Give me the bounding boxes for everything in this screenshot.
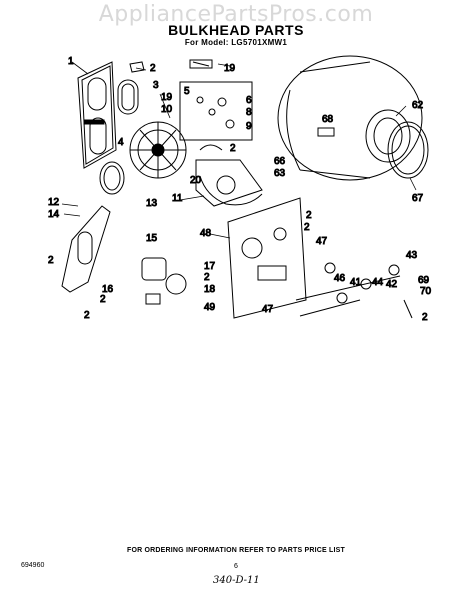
part-filter bbox=[189, 59, 213, 69]
callout-label: 19 bbox=[224, 63, 236, 74]
callout-label: 46 bbox=[334, 273, 346, 284]
part-switch bbox=[145, 293, 161, 305]
callout-label: 13 bbox=[146, 198, 158, 209]
part-drum bbox=[277, 55, 423, 181]
callout-label: 42 bbox=[386, 279, 398, 290]
callout-label: 48 bbox=[200, 228, 212, 239]
callout-label: 2 bbox=[306, 210, 312, 221]
callout-label: 4 bbox=[118, 137, 124, 148]
callout-label: 16 bbox=[102, 284, 114, 295]
callout-label: 14 bbox=[48, 209, 60, 220]
callout-label: 44 bbox=[372, 277, 384, 288]
callout-label: 70 bbox=[420, 286, 432, 297]
callout-label: 20 bbox=[190, 175, 202, 186]
callout-label: 2 bbox=[100, 294, 106, 305]
callout-label: 10 bbox=[161, 104, 173, 115]
callout-label: 49 bbox=[204, 302, 216, 313]
callout-label: 19 bbox=[161, 92, 173, 103]
part-drum-seal bbox=[387, 121, 429, 179]
callout-label: 2 bbox=[230, 143, 236, 154]
callout-label: 3 bbox=[153, 80, 159, 91]
callout-label: 47 bbox=[316, 236, 328, 247]
callout-label: 5 bbox=[184, 86, 190, 97]
callout-label: 2 bbox=[304, 222, 310, 233]
callout-label: 1 bbox=[68, 56, 74, 67]
callout-label: 8 bbox=[246, 107, 252, 118]
document-number: 694960 bbox=[21, 562, 45, 569]
page-title: BULKHEAD PARTS bbox=[168, 22, 304, 38]
part-blower-cover bbox=[199, 175, 263, 206]
leader-lines bbox=[61, 61, 417, 239]
callout-label: 2 bbox=[84, 310, 90, 321]
callout-label: 2 bbox=[422, 312, 428, 323]
part-roller-assemblies bbox=[295, 262, 413, 319]
model-subtitle: For Model: LG5701XMW1 bbox=[184, 38, 288, 47]
callout-label: 66 bbox=[274, 156, 286, 167]
callout-label: 2 bbox=[48, 255, 54, 266]
callout-label: 67 bbox=[412, 193, 424, 204]
part-lint-duct bbox=[61, 205, 111, 293]
callout-label: 47 bbox=[262, 304, 274, 315]
part-blower-housing bbox=[195, 144, 263, 207]
callout-label: 6 bbox=[246, 95, 252, 106]
callout-label: 12 bbox=[48, 197, 60, 208]
callout-label: 62 bbox=[412, 100, 424, 111]
part-gasket bbox=[117, 79, 139, 115]
part-hardware-kit-box bbox=[179, 81, 253, 141]
callout-label: 41 bbox=[350, 277, 362, 288]
page-number: 6 bbox=[234, 563, 238, 570]
watermark: AppliancePartsPros.com bbox=[98, 2, 374, 27]
part-front-bulkhead-panel bbox=[77, 61, 117, 169]
callout-label: 43 bbox=[406, 250, 418, 261]
part-seal-ring bbox=[99, 161, 125, 195]
part-rear-bulkhead bbox=[227, 197, 307, 319]
handwritten-note: 340-D-11 bbox=[213, 575, 260, 586]
part-felt-seal bbox=[317, 127, 335, 137]
part-clip bbox=[129, 61, 145, 73]
callout-label: 69 bbox=[418, 275, 430, 286]
callout-label: 2 bbox=[150, 63, 156, 74]
callout-label: 11 bbox=[172, 193, 183, 204]
callout-label: 68 bbox=[322, 114, 334, 125]
callout-label: 2 bbox=[204, 272, 210, 283]
callout-label: 18 bbox=[204, 284, 216, 295]
callout-label: 15 bbox=[146, 233, 158, 244]
callout-label: 63 bbox=[274, 168, 286, 179]
part-blower-wheel bbox=[129, 121, 187, 179]
callout-label: 17 bbox=[204, 261, 216, 272]
callout-label: 9 bbox=[246, 121, 252, 132]
part-motor bbox=[141, 257, 187, 295]
ordering-notice: FOR ORDERING INFORMATION REFER TO PARTS … bbox=[126, 547, 346, 554]
